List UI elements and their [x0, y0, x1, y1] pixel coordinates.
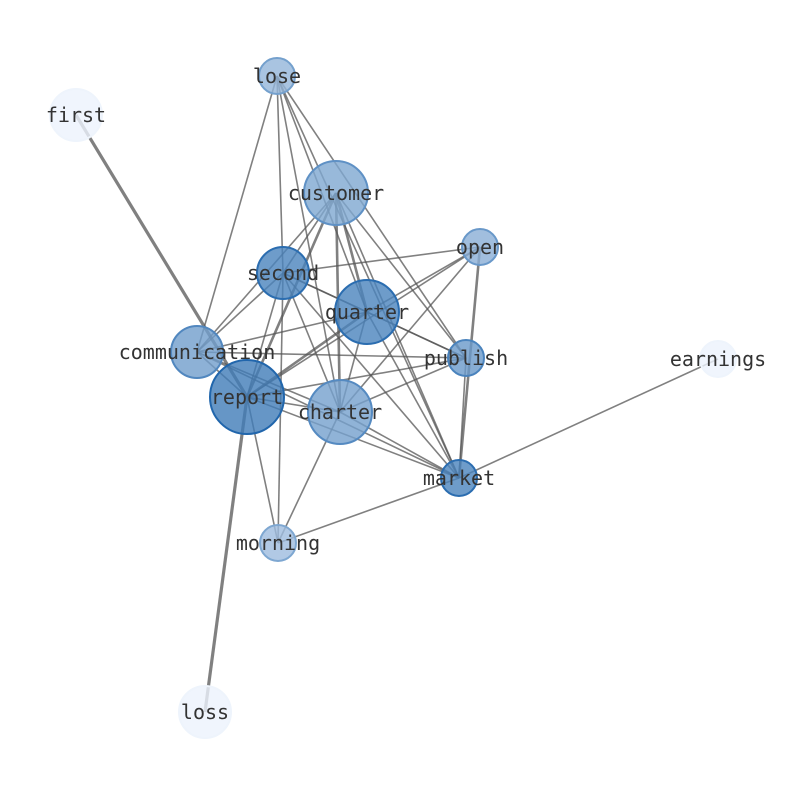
node-quarter[interactable]	[334, 279, 400, 345]
node-open[interactable]	[461, 228, 499, 266]
edge-lose-communication	[196, 75, 278, 353]
edge-lose-market	[276, 75, 460, 479]
node-report[interactable]	[209, 359, 285, 435]
edge-publish-market	[458, 357, 467, 479]
edge-communication-publish	[196, 351, 467, 359]
node-communication[interactable]	[170, 325, 224, 379]
node-label-open: open	[456, 235, 504, 259]
node-customer[interactable]	[303, 160, 369, 226]
node-label-publish: publish	[424, 346, 508, 370]
node-publish[interactable]	[447, 339, 485, 377]
edge-market-morning	[277, 477, 460, 544]
node-morning[interactable]	[259, 524, 297, 562]
node-lose[interactable]	[258, 57, 296, 95]
edge-earnings-market	[458, 358, 719, 479]
edge-lose-publish	[276, 75, 467, 359]
node-label-first: first	[46, 103, 106, 127]
edge-open-second	[282, 246, 481, 274]
edge-open-charter	[339, 246, 481, 413]
node-label-market: market	[423, 466, 495, 490]
node-label-customer: customer	[288, 181, 384, 205]
edge-customer-publish	[335, 192, 467, 359]
nodes-layer	[49, 57, 737, 739]
node-label-communication: communication	[119, 340, 276, 364]
node-earnings[interactable]	[699, 340, 737, 378]
node-charter[interactable]	[307, 379, 373, 445]
node-label-earnings: earnings	[670, 347, 766, 371]
node-label-report: report	[211, 385, 283, 409]
node-second[interactable]	[256, 246, 310, 300]
node-label-quarter: quarter	[325, 300, 409, 324]
node-label-charter: charter	[298, 400, 382, 424]
edge-loss-report	[203, 396, 249, 713]
edge-lose-second	[276, 75, 284, 274]
edge-lose-charter	[276, 75, 341, 413]
edges-layer	[74, 75, 719, 713]
node-label-loss: loss	[181, 700, 229, 724]
node-label-second: second	[247, 261, 319, 285]
node-first[interactable]	[49, 88, 103, 142]
node-label-morning: morning	[236, 531, 320, 555]
node-market[interactable]	[440, 459, 478, 497]
edge-customer-market	[335, 192, 460, 479]
node-label-lose: lose	[253, 64, 301, 88]
node-loss[interactable]	[178, 685, 232, 739]
